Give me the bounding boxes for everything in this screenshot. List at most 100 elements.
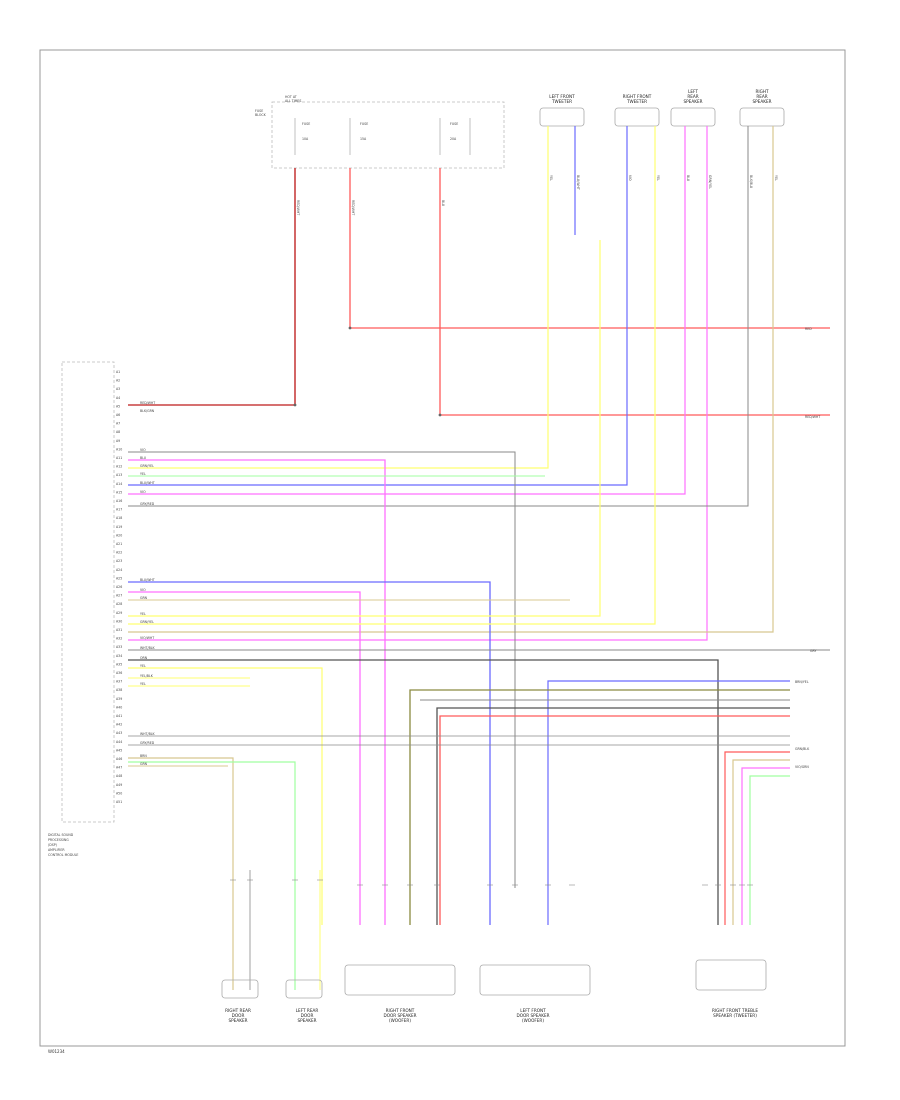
module-pin-label: A10	[116, 447, 122, 451]
tag-red-wht: RED/WHT	[805, 415, 820, 419]
module-pin-label: A6	[116, 413, 120, 417]
module-pin-label: A32	[116, 637, 122, 641]
module-pin-label: A48	[116, 774, 122, 778]
speaker-right: RIGHT REAR SPEAKER	[739, 89, 785, 127]
module-pin-label: A14	[116, 482, 122, 486]
wire-label: VIO	[140, 448, 146, 452]
module-pin-label: A40	[116, 705, 122, 709]
module-pin-label: A33	[116, 645, 122, 649]
bottom-components	[221, 879, 767, 999]
module-pin-label: A44	[116, 740, 122, 744]
wire-grn-treble	[749, 775, 790, 925]
wire-label: RED/WHT	[140, 401, 155, 405]
wire-label: GRY/RED	[140, 741, 155, 745]
module-pin-label: A20	[116, 533, 122, 537]
tweeter-left-label-2: TWEETER	[551, 99, 572, 104]
junction-dot	[348, 326, 352, 330]
wire-label: GRN/YEL	[140, 620, 154, 624]
speaker-left-label-2: REAR	[687, 94, 698, 99]
wire-label: GRY/RED	[140, 502, 155, 506]
speaker-right-label-1: RIGHT	[755, 89, 769, 94]
module-pin-label: A7	[116, 422, 120, 426]
module-pin-label: A27	[116, 594, 122, 598]
wire-yel-up	[128, 240, 601, 617]
fuse-block-label-2: ALL TIMES	[285, 99, 301, 103]
lr-door-label-2: DOOR	[301, 1013, 314, 1018]
rf-woofer-housing	[344, 964, 456, 996]
wire-label: BLU/WHT	[576, 175, 580, 190]
wire-gray-down	[128, 451, 516, 888]
module-pin-label: A9	[116, 439, 120, 443]
module-pin-label: A46	[116, 757, 122, 761]
fuse-block-label-3: FUSE	[255, 109, 263, 113]
wire-label: WHT/BLK	[140, 732, 156, 736]
module-pin-label: A38	[116, 688, 122, 692]
wire-label: YEL	[774, 175, 778, 181]
wire-label: BRN	[140, 754, 147, 758]
wire-dark-down	[128, 659, 719, 925]
module-pin-label: A28	[116, 602, 122, 606]
wire-rsp-gray	[128, 126, 749, 507]
wire-mag-down2	[128, 591, 361, 925]
wire-label: BLK/GRN	[140, 409, 155, 413]
fuse-block-label-1: HOT AT	[285, 95, 297, 99]
tweeter-right: RIGHT FRONT TWEETER	[614, 94, 660, 127]
module-pin-label: A39	[116, 697, 122, 701]
module-label-4: AMPLIFIER	[48, 848, 65, 852]
wire-label: VIO	[628, 175, 632, 181]
wire-yel-up2	[128, 240, 656, 625]
wire-rsp-tan	[128, 126, 774, 633]
wire-fuse1-feed	[128, 168, 296, 406]
module-pin-label: A12	[116, 465, 122, 469]
tag-grn-blk: GRN/BLK	[795, 747, 810, 751]
wire-label: YEL	[140, 682, 146, 686]
module-pin-label: A47	[116, 766, 122, 770]
wire-label: GRN	[140, 596, 148, 600]
module-pin-label: A8	[116, 430, 120, 434]
module-pin-label: A22	[116, 551, 122, 555]
wire-label: YEL	[140, 612, 146, 616]
wire-mag-down	[128, 459, 386, 925]
rr-door-housing	[221, 979, 259, 999]
wire-lsp-mag	[128, 126, 686, 495]
fuse-block: HOT AT ALL TIMES FUSE BLOCK FUSE 10A FUS…	[255, 95, 505, 169]
fuse-1-label: FUSE	[302, 122, 310, 126]
rr-door-label-1: RIGHT REAR	[225, 1008, 251, 1013]
module-pin-label: A51	[116, 800, 122, 804]
wire-label: VIO/WHT	[140, 636, 154, 640]
fuse-3-rating: 20A	[450, 137, 457, 141]
fuse-1-rating: 10A	[302, 137, 309, 141]
wire-label: RED/WHT	[351, 200, 355, 215]
wire-label: WHT/BLK	[140, 646, 156, 650]
wire-blu-down	[128, 581, 491, 925]
lr-door-label-3: SPEAKER	[298, 1018, 317, 1023]
tag-red: RED	[805, 327, 812, 331]
wire-label: YEL/BLK	[140, 674, 154, 678]
rf-woofer-label-1: RIGHT FRONT	[386, 1008, 415, 1013]
module-pin-label: A16	[116, 499, 122, 503]
module-pin-label: A43	[116, 731, 122, 735]
module-pin-label: A50	[116, 791, 122, 795]
speaker-right-label-2: REAR	[756, 94, 767, 99]
wire-blu-bundle	[547, 680, 790, 925]
wire-label: RED/WHT	[296, 200, 300, 215]
module-label-1: DIGITAL SOUND	[48, 833, 74, 837]
wire-label: BLU	[686, 175, 690, 182]
fuse-2-rating: 15A	[360, 137, 367, 141]
module-pin-label: A19	[116, 525, 122, 529]
module-pin-label: A13	[116, 473, 122, 477]
junction-dot	[438, 413, 442, 417]
module-pin-label: A31	[116, 628, 122, 632]
rr-door-label-3: SPEAKER	[229, 1018, 248, 1023]
speaker-left-label-3: SPEAKER	[684, 99, 703, 104]
module-pin-label: A29	[116, 611, 122, 615]
module-pin-label: A5	[116, 404, 120, 408]
fuse-3-label: FUSE	[450, 122, 458, 126]
module-pin-label: A45	[116, 748, 122, 752]
module-pin-label: A41	[116, 714, 122, 718]
module-pin-label: A37	[116, 680, 122, 684]
wire-runs	[128, 126, 830, 990]
diagram-frame	[39, 49, 846, 1047]
module-label-5: CONTROL MODULE	[48, 853, 78, 857]
